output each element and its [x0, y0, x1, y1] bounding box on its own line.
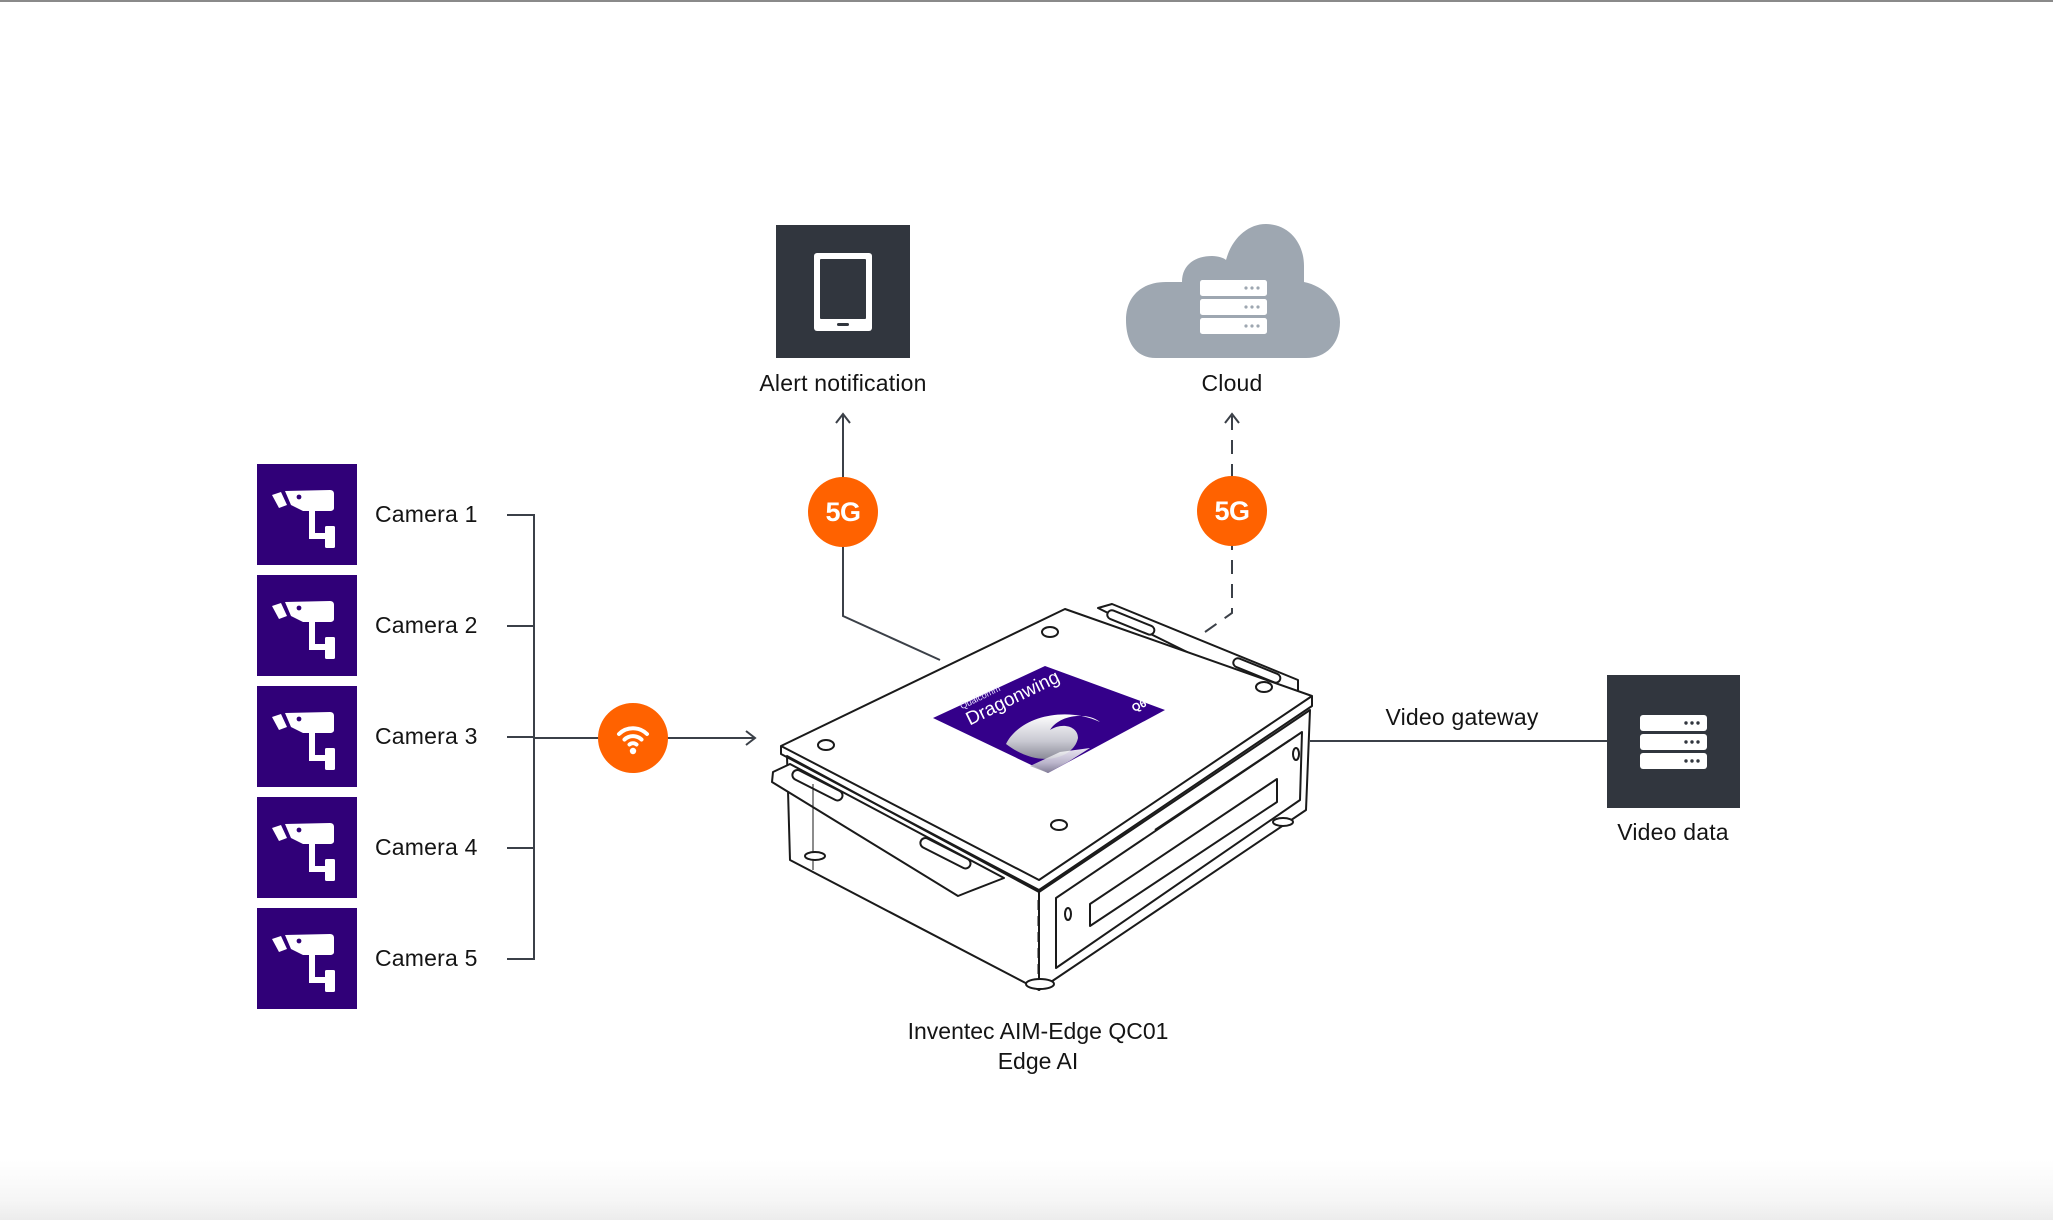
flange-slot	[791, 769, 844, 802]
alert-notification-label: Alert notification	[759, 370, 927, 396]
device-caption: Inventec AIM-Edge QC01 Edge AI	[908, 1016, 1169, 1076]
device-foot	[1025, 978, 1055, 990]
top-border	[0, 0, 2053, 2]
video-data-label: Video data	[1617, 819, 1729, 845]
camera-tile	[257, 797, 357, 898]
camera-label: Camera 4	[375, 834, 478, 860]
device-foot	[804, 851, 826, 861]
camera-tile	[257, 464, 357, 565]
camera-label: Camera 2	[375, 612, 478, 638]
edge-device	[771, 603, 1313, 991]
screw-hole	[1041, 626, 1059, 638]
server-icon	[1640, 715, 1707, 769]
cloud-link-line	[1204, 412, 1240, 633]
camera-tile	[257, 686, 357, 787]
tablet-icon	[814, 253, 872, 331]
device-foot	[1272, 817, 1294, 827]
dragonwing-logo-icon	[1006, 714, 1100, 759]
flange-slot	[1232, 657, 1282, 684]
screw-hole	[1255, 681, 1273, 693]
chip-model: Q6	[1130, 697, 1148, 714]
camera-label: Camera 1	[375, 501, 478, 527]
security-camera-icon	[272, 823, 335, 881]
wifi-icon	[617, 726, 649, 755]
cloud-label: Cloud	[1201, 370, 1263, 396]
camera-tile	[257, 575, 357, 676]
device-subtitle: Edge AI	[997, 1048, 1079, 1074]
camera-tile	[257, 908, 357, 1009]
chip-label: Qualcomm Dragonwing Q6	[933, 666, 1165, 773]
security-camera-icon	[272, 601, 335, 659]
screw-hole	[1050, 819, 1068, 831]
cloud-5g-badge: 5G	[1197, 476, 1267, 546]
wifi-badge	[598, 703, 668, 773]
security-camera-icon	[272, 712, 335, 770]
flange-slot	[919, 837, 972, 870]
security-camera-icon	[272, 934, 335, 992]
video-gateway-label: Video gateway	[1385, 704, 1539, 730]
cloud-server-icon	[1126, 224, 1340, 358]
flange-slot	[1106, 609, 1156, 636]
security-camera-icon	[272, 490, 335, 548]
alert-notification-node	[776, 225, 910, 358]
video-data-node	[1607, 675, 1740, 808]
camera-label: Camera 3	[375, 723, 478, 749]
alert-5g-badge: 5G	[808, 477, 878, 547]
device-name: Inventec AIM-Edge QC01	[907, 1018, 1169, 1044]
camera-bracket	[507, 514, 535, 960]
screw-hole	[817, 739, 835, 751]
camera-label: Camera 5	[375, 945, 478, 971]
cloud-node	[1126, 224, 1340, 358]
